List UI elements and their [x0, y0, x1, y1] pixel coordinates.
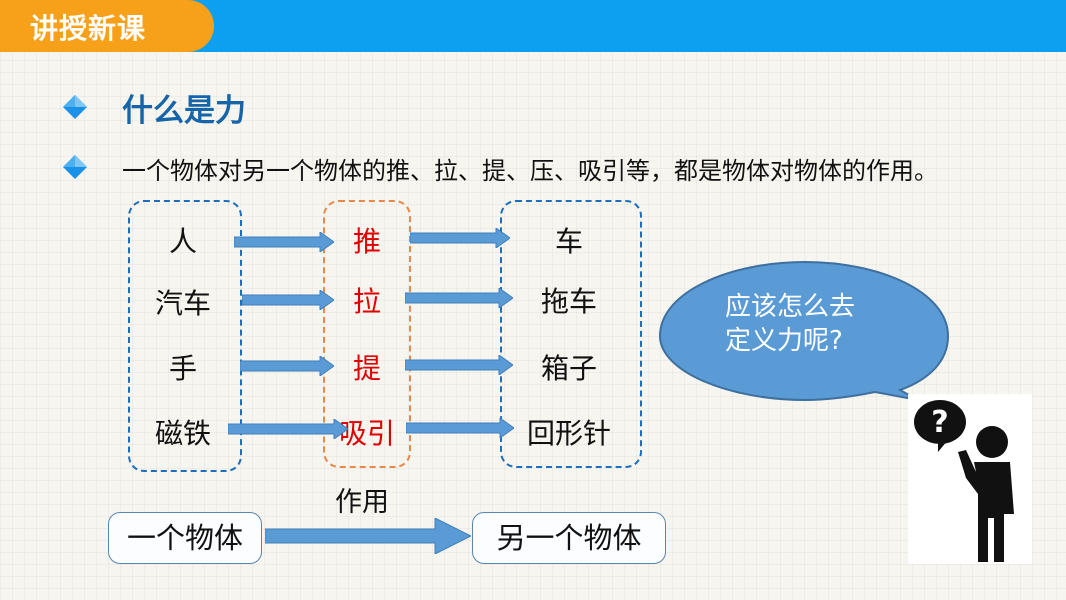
header-tab: 讲授新课: [0, 0, 214, 52]
verb-3: 提: [352, 352, 381, 385]
arrow-right-icon: [405, 355, 513, 375]
speech-bubble: [658, 260, 950, 402]
question-mark: ?: [931, 405, 948, 440]
arrow-right-icon: [240, 356, 334, 376]
target-1: 车: [554, 225, 583, 258]
thinking-person-icon: ?: [908, 394, 1032, 564]
actor-3: 手: [168, 352, 197, 385]
verbs-box: [323, 200, 411, 468]
arrow-right-icon: [405, 288, 513, 308]
target-3: 箱子: [540, 352, 597, 385]
verb-2: 拉: [352, 285, 381, 318]
bubble-line-1: 应该怎么去: [725, 292, 856, 322]
targets-box: [500, 200, 642, 468]
actor-4: 磁铁: [154, 417, 211, 450]
arrow-right-icon: [410, 228, 510, 248]
arrow-right-icon: [406, 418, 514, 438]
force-statement: 一个物体对另一个物体的推、拉、提、压、吸引等，都是物体对物体的作用。: [122, 157, 938, 185]
arrow-right-icon: [228, 419, 348, 439]
diamond-bullet-icon: [63, 95, 87, 119]
header-title: 讲授新课: [30, 12, 147, 45]
object-pill: 另一个物体: [472, 512, 666, 564]
bubble-question: 应该怎么去 定义力呢?: [725, 290, 905, 358]
diamond-bullet-icon: [63, 155, 87, 179]
arrow-right-icon: [242, 290, 334, 310]
actors-box: [128, 200, 242, 472]
section-title: 什么是力: [122, 93, 246, 129]
arrow-right-icon: [234, 232, 334, 252]
arrow-right-icon: [265, 518, 471, 554]
verb-4: 吸引: [338, 417, 395, 450]
target-2: 拖车: [540, 285, 597, 318]
subject-pill: 一个物体: [108, 512, 262, 564]
actor-1: 人: [168, 225, 197, 258]
relation-label: 作用: [335, 487, 389, 518]
verb-1: 推: [352, 225, 381, 258]
actor-2: 汽车: [154, 287, 211, 320]
target-4: 回形针: [526, 417, 611, 450]
bubble-line-2: 定义力呢?: [725, 326, 843, 356]
